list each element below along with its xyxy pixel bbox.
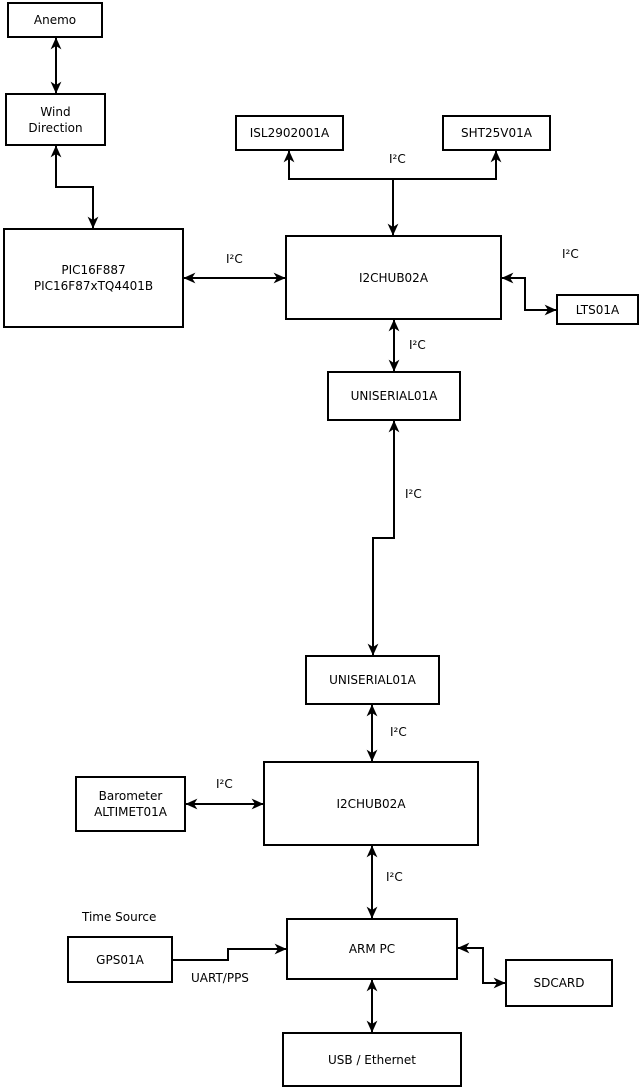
uniserial01a-2-label: UNISERIAL01A xyxy=(329,673,416,687)
sdcard-box: SDCARD xyxy=(505,959,613,1007)
sht25v01a-box: SHT25V01A xyxy=(442,115,551,151)
pic16f887-label: PIC16F87xTQ4401B xyxy=(33,279,154,293)
i2chub02a-2-label: I2CHUB02A xyxy=(336,796,406,811)
isl2902001a-label: ISL2902001A xyxy=(249,126,330,140)
i2chub02a-1-box: I2CHUB02A xyxy=(285,235,502,320)
edge-uniserial1-uniserial2 xyxy=(367,420,400,656)
i2c-uniserial-hub2-label: I²C xyxy=(390,725,407,739)
edge-wind-pic xyxy=(50,145,99,229)
uniserial01a-1-box: UNISERIAL01A xyxy=(327,371,461,421)
wind-direction-label: Direction xyxy=(28,120,83,135)
edge-hub1-sht xyxy=(393,150,502,180)
uniserial01a-2-box: UNISERIAL01A xyxy=(305,655,440,705)
edge-gps-armpc xyxy=(173,943,287,961)
time-source-label: Time Source xyxy=(82,910,157,924)
anemo-box: Anemo xyxy=(7,2,103,38)
wind-direction-label: Wind xyxy=(40,104,71,119)
lts01a-box: LTS01A xyxy=(556,294,639,325)
uniserial01a-1-label: UNISERIAL01A xyxy=(350,389,438,403)
i2c-hub1-uniserial-label: I²C xyxy=(409,338,426,352)
i2c-uniserial-link-label: I²C xyxy=(405,487,422,501)
i2c-top-branch-label: I²C xyxy=(389,152,406,166)
edge-hub1-lts xyxy=(501,272,557,316)
i2c-pic-hub1-label: I²C xyxy=(226,252,243,266)
edge-armpc-sdcard xyxy=(457,942,506,989)
lts01a-label: LTS01A xyxy=(575,302,620,317)
i2chub02a-2-box: I2CHUB02A xyxy=(263,761,479,846)
gps01a-box: GPS01A xyxy=(67,936,173,983)
usb-ethernet-label: USB / Ethernet xyxy=(328,1052,416,1067)
barometer-label: ALTIMET01A xyxy=(94,805,167,819)
i2c-hub2-armpc-label: I²C xyxy=(386,870,403,884)
sht25v01a-label: SHT25V01A xyxy=(461,126,532,140)
i2chub02a-1-label: I2CHUB02A xyxy=(358,270,429,285)
gps01a-label: GPS01A xyxy=(96,952,144,967)
barometer-label: Barometer xyxy=(98,789,163,803)
usb-ethernet-box: USB / Ethernet xyxy=(282,1032,462,1087)
anemo-label: Anemo xyxy=(33,13,77,27)
pic16f887-label: PIC16F887 xyxy=(61,263,126,277)
uart-pps-label: UART/PPS xyxy=(191,971,249,985)
arm-pc-label: ARM PC xyxy=(348,942,396,956)
isl2902001a-box: ISL2902001A xyxy=(235,115,344,151)
edge-hub1-isl xyxy=(283,150,399,236)
i2c-hub1-lts-label: I²C xyxy=(562,247,579,261)
i2c-barometer-hub2-label: I²C xyxy=(216,777,233,791)
sdcard-label: SDCARD xyxy=(533,976,585,990)
arm-pc-box: ARM PC xyxy=(286,918,458,980)
